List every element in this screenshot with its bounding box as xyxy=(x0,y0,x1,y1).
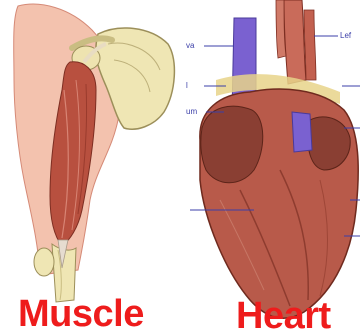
label-left-2: l xyxy=(186,81,188,90)
muscle-panel: Muscle xyxy=(0,0,180,334)
pulmonary-vein xyxy=(292,112,312,152)
muscle-caption: Muscle xyxy=(18,294,144,334)
right-atrium xyxy=(201,106,263,183)
elbow-joint xyxy=(34,248,54,276)
aorta-artery xyxy=(284,0,306,84)
arm-muscle-illustration xyxy=(0,0,180,334)
label-top-right: Lef xyxy=(340,31,351,40)
label-left-1: va xyxy=(186,41,194,50)
heart-illustration xyxy=(180,0,360,334)
label-left-3: um xyxy=(186,107,197,116)
heart-caption: Heart xyxy=(236,296,331,334)
heart-panel: Lef va l um Heart xyxy=(180,0,360,334)
